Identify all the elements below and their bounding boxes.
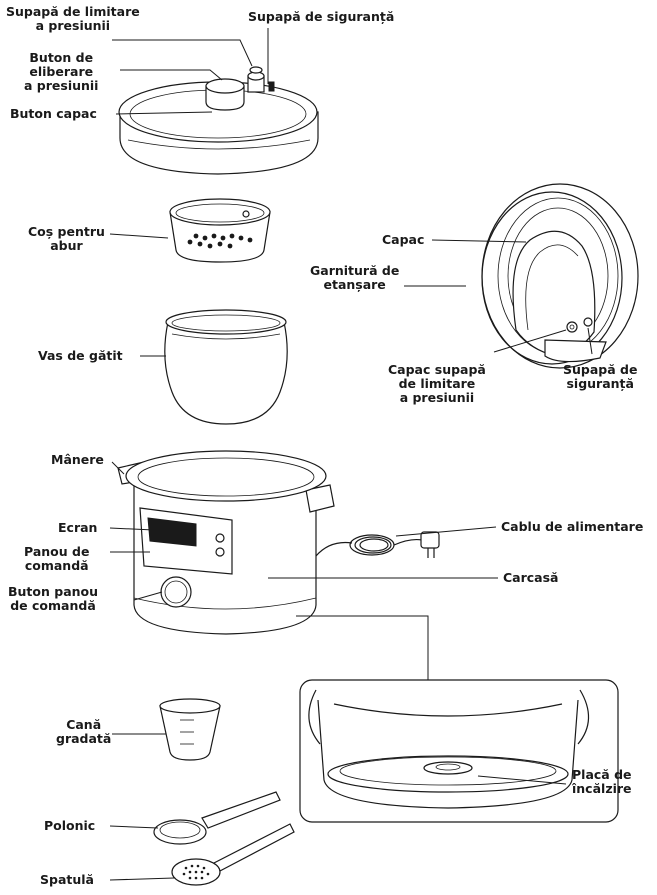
label-safety-valve-side: Supapă de siguranță (563, 363, 637, 391)
label-housing: Carcasă (503, 571, 559, 585)
lid-assembly-illustration (118, 66, 319, 175)
label-pressure-release-button: Buton de eliberare a presiunii (24, 51, 98, 93)
label-line: comandă (24, 558, 89, 573)
label-pressure-limit-valve: Supapă de limitare a presiunii (6, 5, 140, 33)
label-line: Panou de (24, 544, 90, 559)
label-line: Ecran (58, 520, 98, 535)
label-line: Mânere (51, 452, 104, 467)
label-cooking-bowl: Vas de gătit (38, 349, 123, 363)
lid-underside-illustration (481, 183, 639, 369)
label-safety-valve-top: Supapă de siguranță (248, 10, 394, 24)
label-line: abur (50, 238, 83, 253)
label-line: Supapă de (563, 362, 638, 377)
zoom-connector-line (296, 615, 429, 680)
label-display: Ecran (58, 521, 97, 535)
label-line: Spatulă (40, 872, 94, 887)
label-pressure-valve-cover: Capac supapă de limitare a presiunii (388, 363, 486, 405)
label-lid: Capac (382, 233, 424, 247)
spatula-illustration (171, 823, 295, 886)
cooker-body-illustration (117, 450, 440, 635)
label-line: Cablu de alimentare (501, 519, 644, 534)
label-line: Buton capac (10, 106, 97, 121)
label-measuring-cup: Cană gradată (56, 718, 111, 746)
label-heating-plate: Placă de încălzire (572, 768, 632, 796)
label-line: Supapă de limitare (6, 4, 140, 19)
label-steam-basket: Coș pentru abur (28, 225, 105, 253)
label-line: Buton de (29, 50, 94, 65)
label-line: Capac supapă (388, 362, 486, 377)
label-line: Cană (66, 717, 102, 732)
label-spatula: Spatulă (40, 873, 94, 887)
label-line: etanșare (323, 277, 386, 292)
label-handles: Mânere (51, 453, 104, 467)
leader-lines (109, 28, 593, 881)
label-line: Vas de gătit (38, 348, 123, 363)
label-line: gradată (56, 731, 112, 746)
measuring-cup-illustration (159, 698, 221, 761)
label-line: Carcasă (503, 570, 559, 585)
label-line: Buton panou (8, 584, 99, 599)
label-control-panel-knob: Buton panou de comandă (8, 585, 98, 613)
label-line: a presiunii (35, 18, 111, 33)
label-control-panel: Panou de comandă (24, 545, 89, 573)
label-line: a presiunii (399, 390, 475, 405)
label-line: Garnitură de (310, 263, 400, 278)
label-line: Capac (382, 232, 425, 247)
heating-plate-zoom-illustration (299, 679, 619, 823)
label-line: a presiunii (24, 78, 99, 93)
label-line: de limitare (398, 376, 476, 391)
steam-basket-illustration (169, 198, 271, 263)
label-line: de comandă (10, 598, 96, 613)
label-line: încălzire (572, 781, 632, 796)
label-ladle: Polonic (44, 819, 95, 833)
label-sealing-ring: Garnitură de etanșare (310, 264, 399, 292)
ladle-illustration (153, 791, 281, 845)
label-line: siguranță (566, 376, 634, 391)
label-line: eliberare (29, 64, 94, 79)
label-power-cord: Cablu de alimentare (501, 520, 643, 534)
label-line: Polonic (44, 818, 96, 833)
label-line: Supapă de siguranță (248, 9, 395, 24)
label-lid-button: Buton capac (10, 107, 97, 121)
cooking-bowl-illustration (164, 309, 288, 425)
label-line: Placă de (572, 767, 632, 782)
label-line: Coș pentru (28, 224, 105, 239)
